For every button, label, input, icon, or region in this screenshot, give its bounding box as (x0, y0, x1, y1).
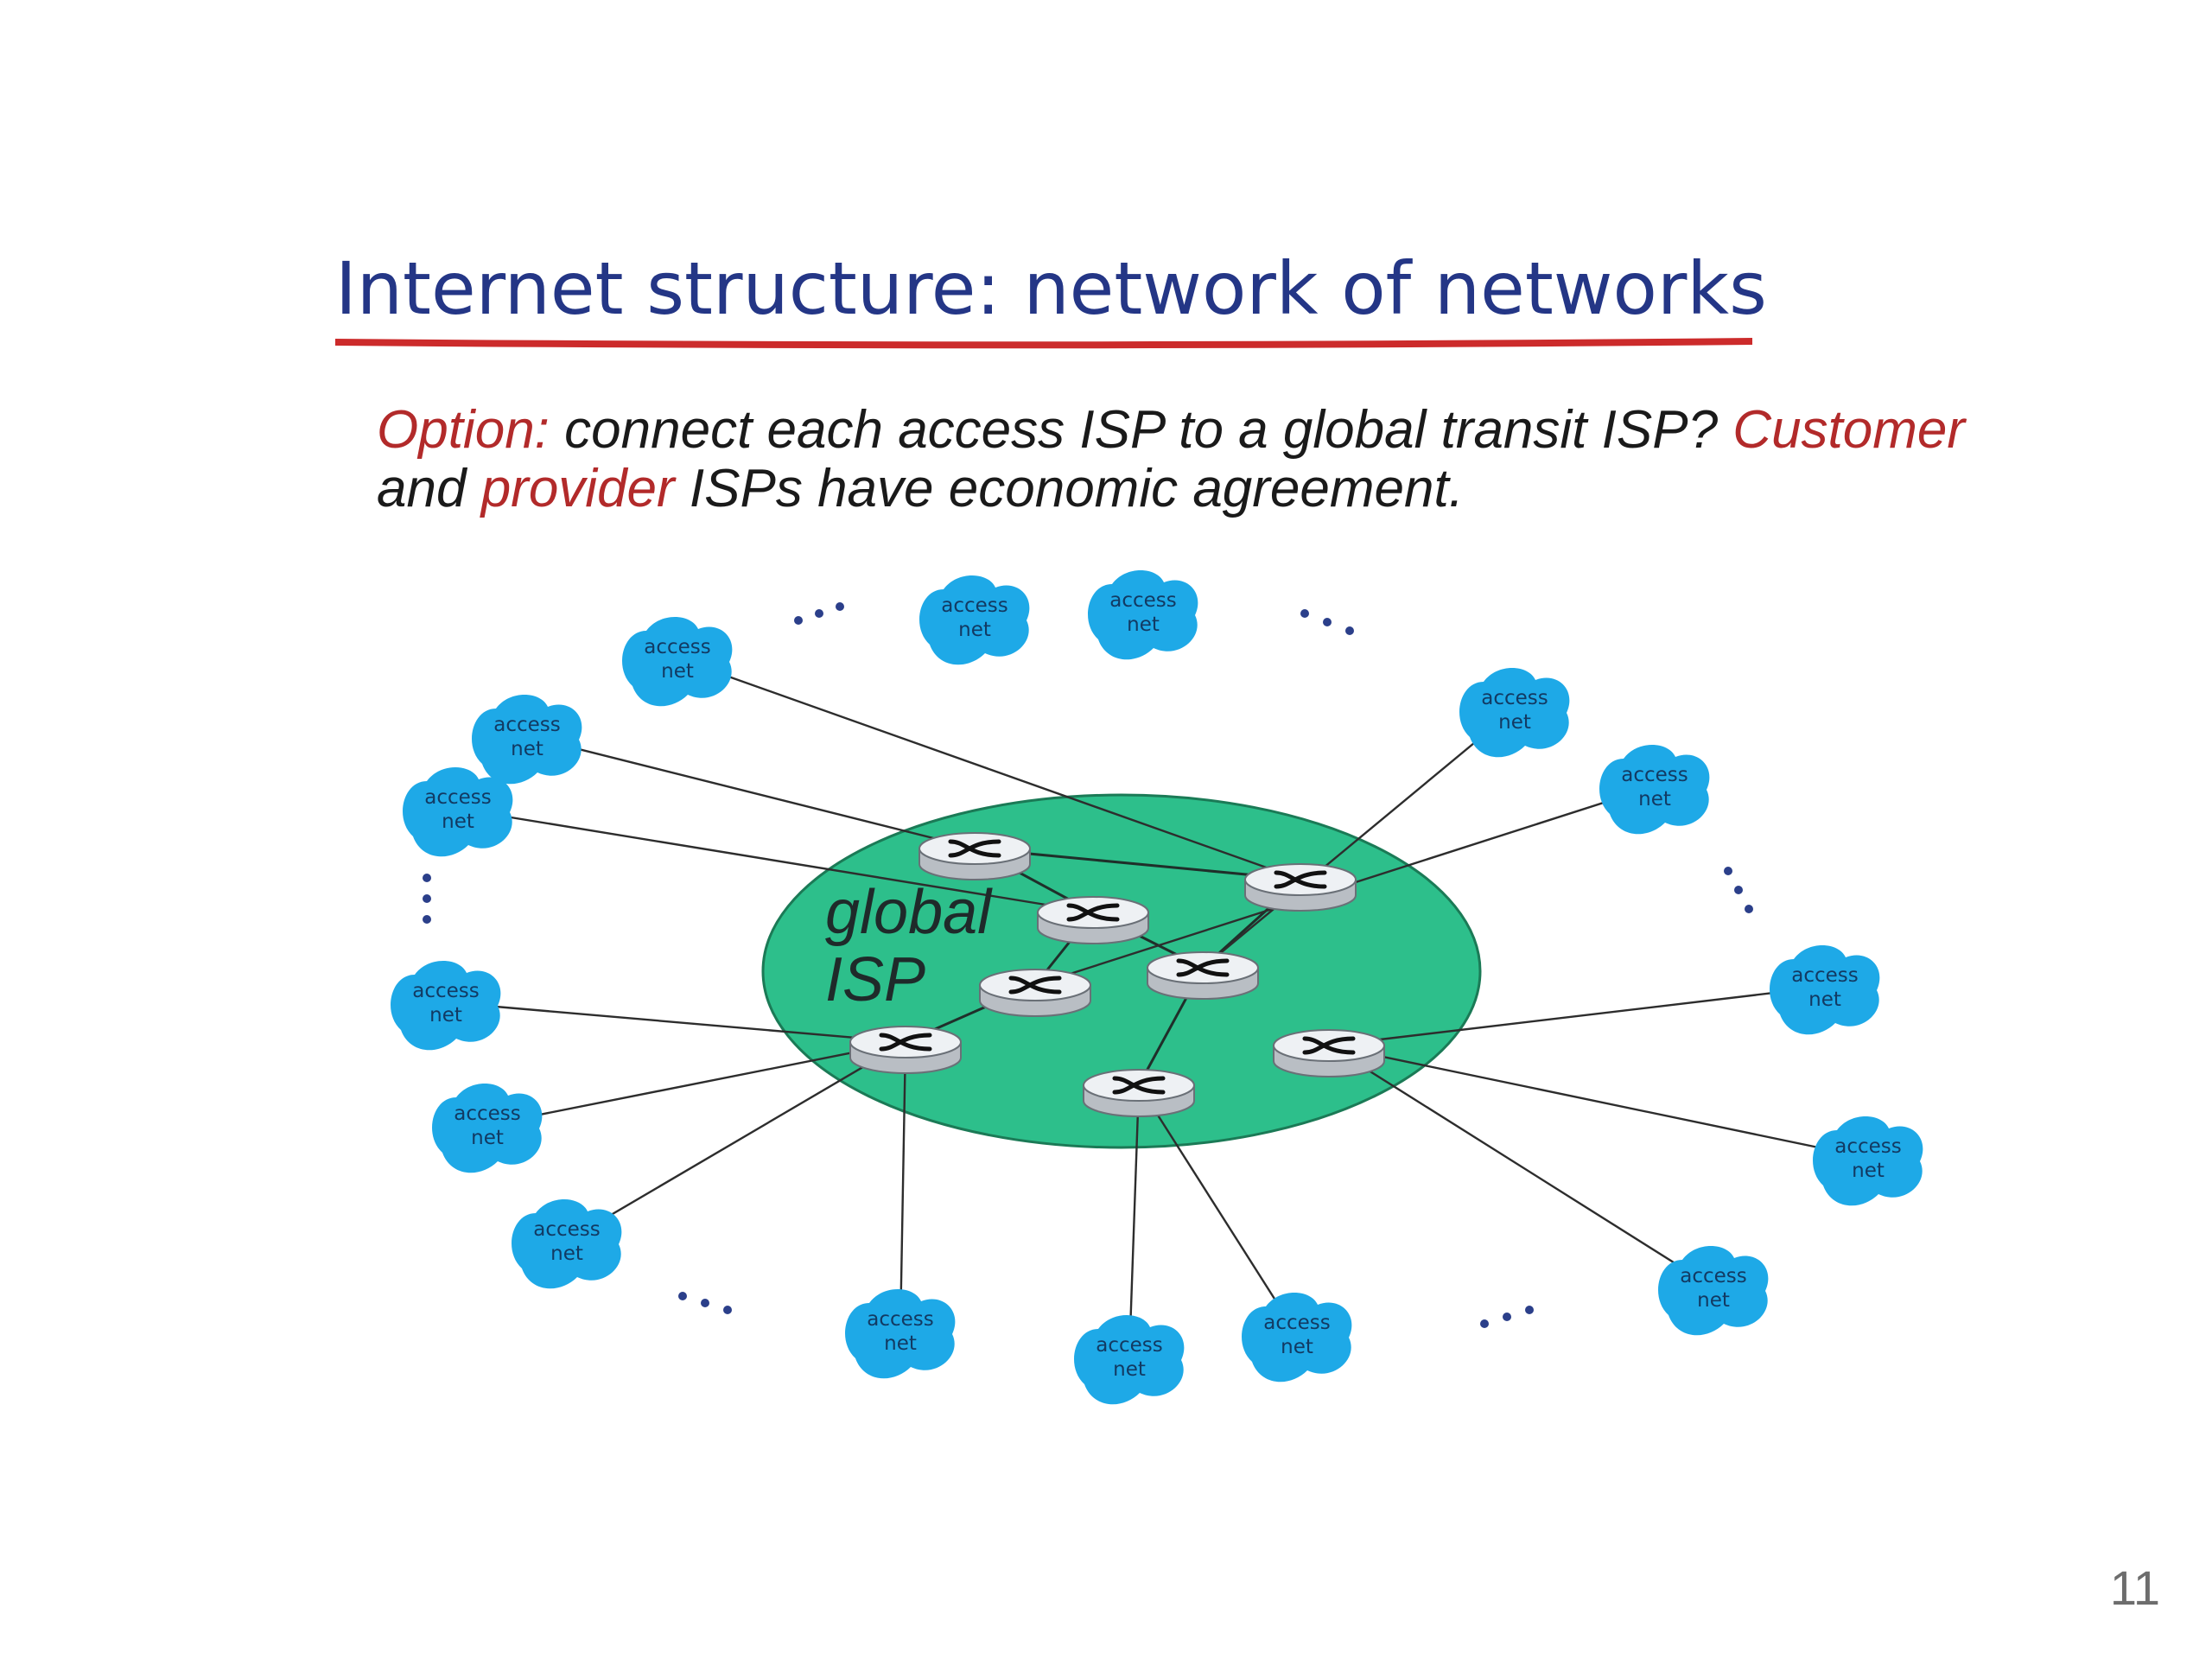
access-link (1328, 1044, 1714, 1289)
router-icon (979, 969, 1091, 1017)
access-link (899, 1041, 907, 1332)
access-net-label-line-2: net (1127, 613, 1160, 636)
ellipsis-dots (678, 1292, 732, 1314)
access-net-label-line-2: net (511, 738, 543, 760)
access-link (445, 1001, 906, 1044)
access-net-label-line-2: net (1498, 711, 1531, 734)
subtitle-line-1: Option: connect each access ISP to a glo… (377, 400, 1965, 460)
access-net-label-line-1: access (1096, 1334, 1163, 1357)
access-net-label-line-1: access (941, 594, 1008, 617)
subtitle-line-2: and provider ISPs have economic agreemen… (377, 460, 1863, 518)
ellipsis-dots (1724, 867, 1753, 913)
access-net-label-line-2: net (1852, 1160, 1885, 1182)
access-net-label-line-1: access (867, 1308, 934, 1331)
router-icon (849, 1026, 962, 1074)
router-group (849, 832, 1385, 1117)
access-net-label-line-1: access (533, 1218, 601, 1241)
router-icon (918, 832, 1031, 880)
title-underline (335, 338, 1752, 349)
access-net-label-line-1: access (1680, 1265, 1747, 1287)
access-net-label-line-2: net (661, 660, 694, 683)
access-net-group: accessnetaccessnetaccessnetaccessnetacce… (391, 570, 1923, 1405)
global-isp-label-isp: ISP (825, 945, 925, 1014)
access-link (1128, 1084, 1141, 1357)
access-net-label-line-2: net (1638, 788, 1671, 810)
access-net-label-line-1: access (1109, 589, 1177, 612)
access-net-label-line-2: net (1281, 1336, 1313, 1358)
slide-subtitle: Option: connect each access ISP to a glo… (377, 400, 1965, 518)
access-link (566, 1040, 906, 1243)
router-icon (1147, 951, 1259, 1000)
router-icon (1244, 863, 1357, 912)
access-net-label-line-2: net (884, 1332, 917, 1355)
access-net-label-line-1: access (1791, 964, 1859, 987)
access-net-label-line-2: net (429, 1004, 462, 1027)
access-net-label-line-2: net (471, 1127, 504, 1149)
access-net-label-line-1: access (644, 636, 711, 658)
access-link (486, 1040, 906, 1127)
customer-term: Customer (1732, 400, 1966, 460)
access-link (677, 657, 1301, 881)
ellipsis-dots (1300, 609, 1354, 635)
access-link (1328, 985, 1826, 1047)
access-net-label-line-1: access (1621, 764, 1688, 786)
subtitle-question: connect each access ISP to a global tran… (564, 400, 1719, 460)
access-net-label-line-1: access (424, 786, 492, 809)
access-net-label-line-2: net (1808, 988, 1841, 1011)
ellipsis-dots (1480, 1306, 1534, 1328)
access-link (457, 807, 1094, 914)
access-net-label-line-2: net (958, 619, 991, 641)
access-link (1328, 1044, 1869, 1160)
ellipsis-dots (423, 874, 431, 924)
router-icon (1037, 896, 1149, 944)
ellipsis-markers (423, 602, 1753, 1328)
option-label: Option: (377, 400, 550, 460)
slide-title: Internet structure: network of networks (335, 246, 1767, 331)
access-net-label-line-1: access (1834, 1135, 1902, 1158)
access-link (1202, 709, 1516, 969)
access-net-label-line-1: access (412, 980, 480, 1002)
subtitle-ending: ISPs have economic agreement. (689, 459, 1464, 518)
access-link (1137, 1084, 1299, 1335)
router-icon (1273, 1029, 1385, 1077)
access-net-label-line-2: net (442, 810, 474, 833)
access-net-label-line-1: access (454, 1103, 521, 1125)
access-net-label-line-2: net (550, 1243, 583, 1265)
provider-term: provider (480, 459, 675, 518)
global-isp-label-global: global (825, 878, 993, 947)
access-link (526, 734, 976, 850)
access-net-label-line-1: access (493, 714, 561, 736)
page-number: 11 (2109, 1560, 2160, 1615)
subtitle-and: and (377, 459, 467, 518)
router-icon (1083, 1069, 1195, 1117)
access-net-label-line-1: access (1263, 1312, 1331, 1334)
access-net-label-line-2: net (1697, 1289, 1730, 1312)
access-net-label-line-1: access (1481, 687, 1548, 709)
ellipsis-dots (794, 602, 844, 625)
access-net-label-line-2: net (1113, 1358, 1146, 1381)
